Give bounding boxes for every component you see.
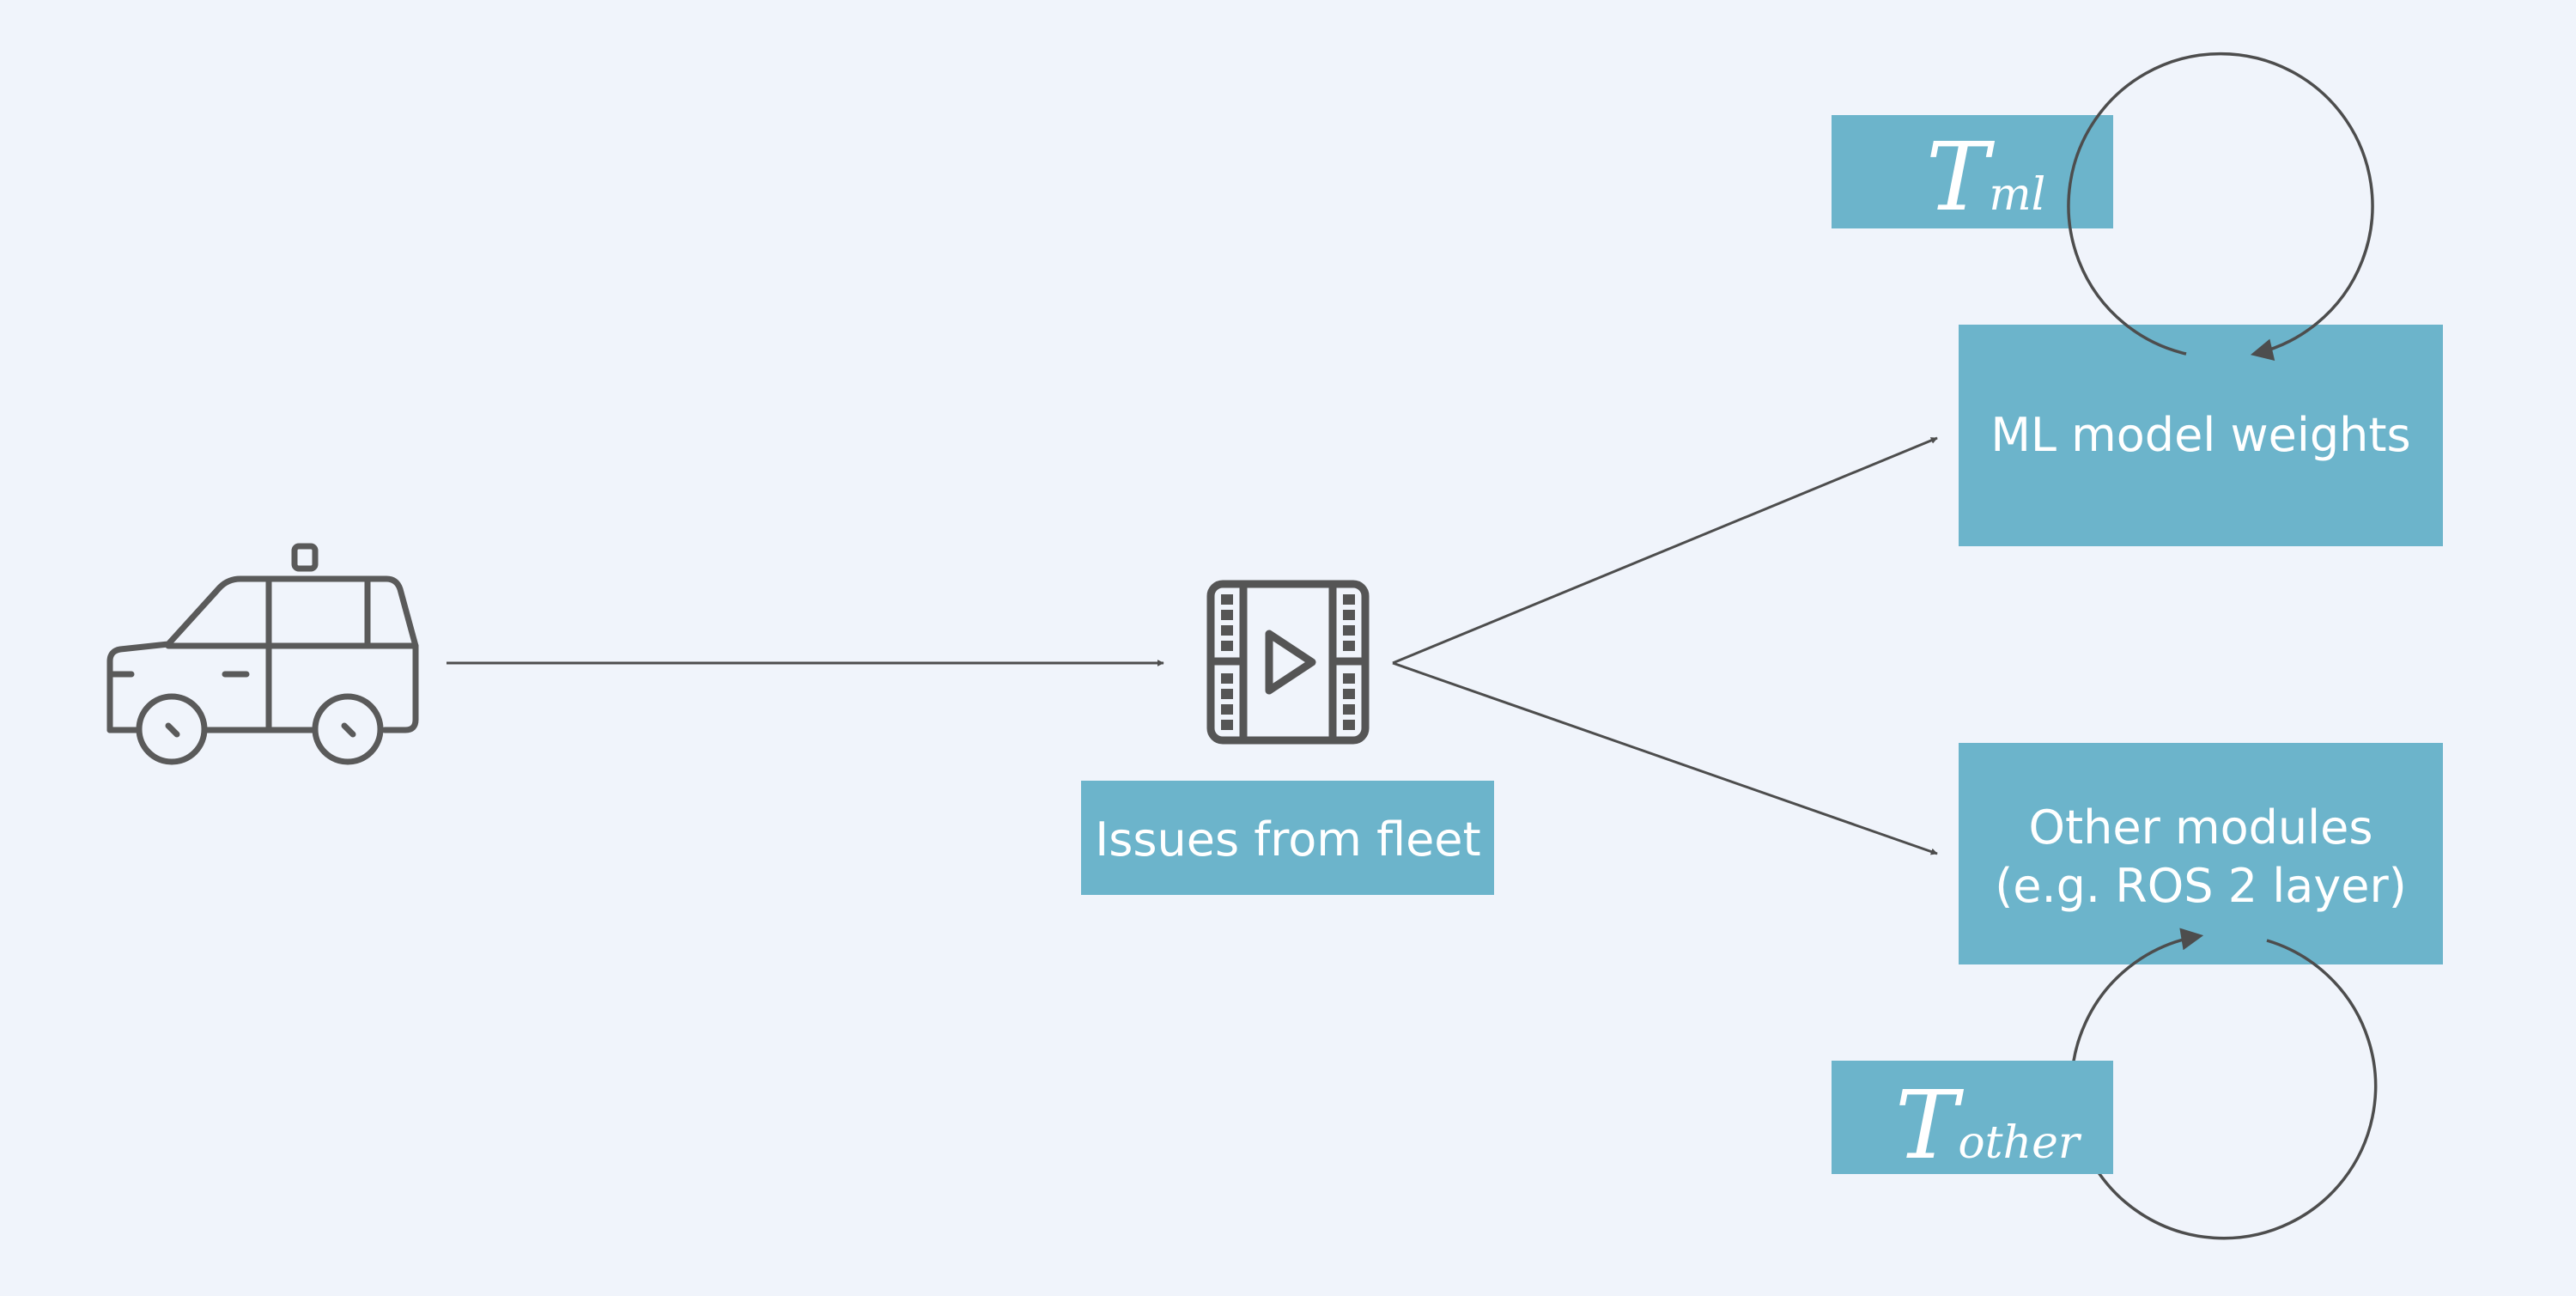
issues-label: Issues from fleet bbox=[1095, 812, 1480, 867]
other-modules-box: Other modules (e.g. ROS 2 layer) bbox=[1959, 743, 2443, 964]
issues-box: Issues from fleet bbox=[1081, 781, 1494, 895]
t-other-label: Tother bbox=[1895, 1070, 2082, 1180]
ml-weights-label: ML model weights bbox=[1990, 408, 2410, 462]
edge-issues-to-ml bbox=[1392, 436, 1938, 665]
other-modules-line2: (e.g. ROS 2 layer) bbox=[1995, 859, 2407, 913]
loop-ml-weights bbox=[2067, 52, 2374, 361]
other-modules-line1: Other modules bbox=[2029, 800, 2373, 855]
t-ml-box: Tml bbox=[1832, 115, 2113, 232]
taxi-car-icon bbox=[106, 543, 419, 765]
ml-weights-box: ML model weights bbox=[1959, 325, 2443, 546]
t-other-box: Tother bbox=[1832, 1061, 2113, 1180]
loop-other-modules bbox=[2069, 928, 2378, 1240]
video-film-icon bbox=[1206, 580, 1370, 745]
edge-issues-to-other bbox=[1392, 661, 1938, 855]
t-ml-label: Tml bbox=[1926, 122, 2045, 232]
